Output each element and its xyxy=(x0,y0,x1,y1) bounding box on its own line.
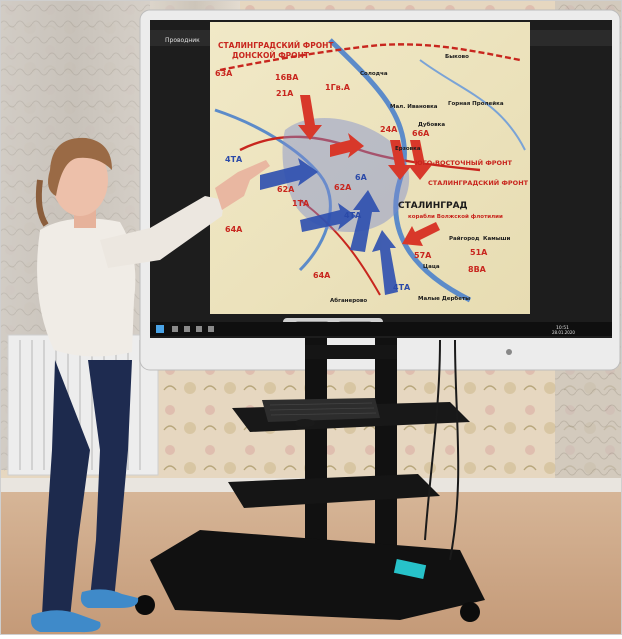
army-label: 63А xyxy=(215,69,233,78)
army-label: 64А xyxy=(225,225,243,234)
place-label: Малые Дербеты xyxy=(418,295,470,302)
army-label: 21А xyxy=(276,89,294,98)
army-label: 1Гв.А xyxy=(325,83,351,92)
keyboard[interactable] xyxy=(262,398,380,422)
middle-shelf xyxy=(228,474,440,508)
taskbar-time: 10:51 xyxy=(556,325,569,331)
place-label: Абганерово xyxy=(330,297,367,304)
place-label: Дубовка xyxy=(418,121,445,128)
german-arrows xyxy=(260,158,398,295)
windows-taskbar: 10:51 28.01.2020 xyxy=(150,322,612,336)
army-label: 6А xyxy=(355,173,368,182)
window-title: Проводник xyxy=(165,37,200,44)
wheel xyxy=(460,602,480,622)
army-label: 16ВА xyxy=(275,73,299,82)
army-label: 4ТА xyxy=(393,283,411,292)
army-label: 64А xyxy=(313,271,331,280)
front-label-stalingrad-right: СТАЛИНГРАДСКИЙ ФРОНТ xyxy=(428,178,529,187)
army-label: 51А xyxy=(470,248,488,257)
place-label: Райгород xyxy=(449,235,480,242)
army-label: 62А xyxy=(334,183,352,192)
taskbar-date: 28.01.2020 xyxy=(552,330,575,335)
flotilla-label: корабли Волжской флотилии xyxy=(408,213,503,220)
front-label-southeast: ЮГО-ВОСТОЧНЫЙ ФРОНТ xyxy=(415,158,513,167)
hair xyxy=(48,137,112,196)
army-label: 4ТА xyxy=(225,155,243,164)
stand-base xyxy=(150,530,485,620)
front-label-don: ДОНСКОЙ ФРОНТ xyxy=(232,51,310,60)
windows-start-icon[interactable] xyxy=(156,325,164,333)
place-label: Солодча xyxy=(360,71,388,77)
don-river xyxy=(214,108,332,272)
place-label: Ерзовка xyxy=(395,146,421,152)
army-label: 57А xyxy=(414,251,432,260)
pointing-hand xyxy=(215,160,270,210)
army-label: 62А xyxy=(277,185,295,194)
display-stand xyxy=(135,338,485,622)
army-label: 66А xyxy=(412,129,430,138)
wheel xyxy=(135,595,155,615)
stalingrad-map: СТАЛИНГРАДСКИЙ ФРОНТ ДОНСКОЙ ФРОНТ ЮГО-В… xyxy=(210,22,530,314)
place-label: Мал. Ивановка xyxy=(390,104,438,110)
front-label-stalingrad-top: СТАЛИНГРАДСКИЙ ФРОНТ xyxy=(218,41,334,50)
soviet-arrows xyxy=(298,95,440,246)
place-label: Камыши xyxy=(483,236,511,242)
place-label: Цаца xyxy=(423,264,440,270)
army-label: 8ВА xyxy=(468,265,487,274)
sticker xyxy=(393,559,427,579)
army-label: 24А xyxy=(380,125,398,134)
army-label: 1ТА xyxy=(292,199,310,208)
army-label: 4ТА xyxy=(344,211,362,220)
mouse[interactable] xyxy=(295,419,315,427)
place-label: Горная Пролейка xyxy=(448,100,504,107)
student xyxy=(31,137,270,633)
place-label: Быково xyxy=(445,54,469,60)
city-label: СТАЛИНГРАД xyxy=(398,201,468,211)
